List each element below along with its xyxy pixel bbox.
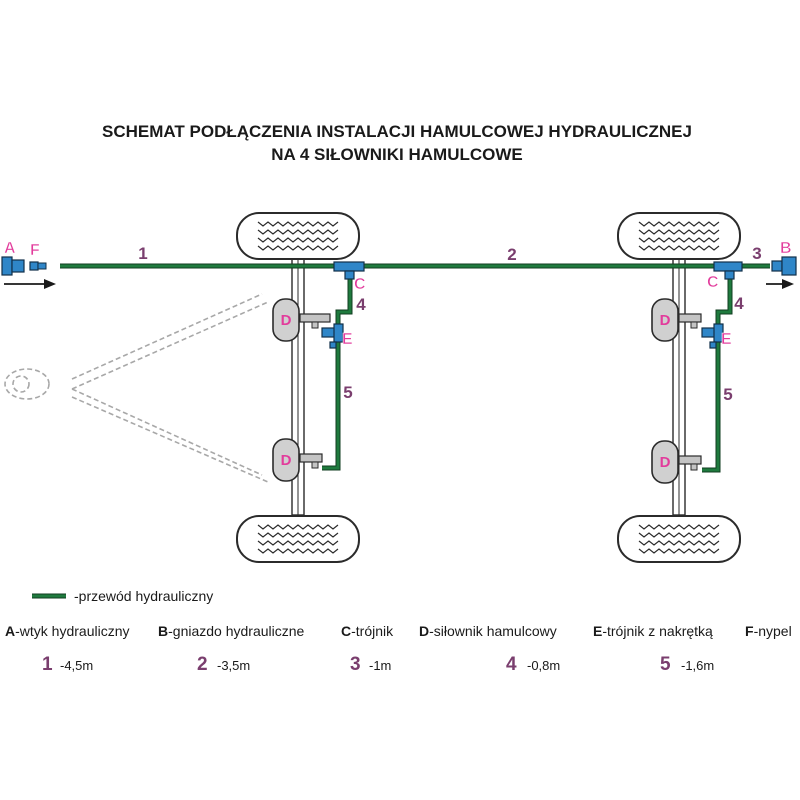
- socket-b: [771, 256, 797, 276]
- hose-number-4-front: 4: [356, 295, 366, 314]
- brake-cylinder-front-bottom: [272, 438, 323, 482]
- plug-a: [1, 256, 25, 276]
- svg-text:1: 1: [42, 654, 53, 675]
- direction-arrow-right: [766, 279, 794, 289]
- label-c-front: C: [354, 276, 366, 293]
- svg-text:4: 4: [506, 654, 517, 675]
- brake-cylinder-rear-bottom: [651, 440, 702, 484]
- tire-rear-top: [617, 212, 741, 260]
- legend-part-d: D-siłownik hamulcowy: [419, 623, 557, 639]
- svg-text:5: 5: [660, 654, 671, 675]
- hose-number-3: 3: [752, 244, 761, 263]
- label-d-front-top: D: [281, 312, 292, 329]
- hose-number-1: 1: [138, 244, 147, 263]
- svg-text:3: 3: [350, 654, 361, 675]
- diagram-title-line2: NA 4 SIŁOWNIKI HAMULCOWE: [271, 145, 523, 164]
- hose-number-5-front: 5: [343, 383, 352, 402]
- brake-cylinder-front-top: [272, 298, 331, 342]
- svg-text:-4,5m: -4,5m: [60, 658, 93, 673]
- hydraulic-hoses-fill: [60, 264, 770, 472]
- svg-text:-3,5m: -3,5m: [217, 658, 250, 673]
- label-b: B: [780, 240, 792, 257]
- tire-rear-bottom: [617, 515, 741, 563]
- brake-cylinder-rear-top: [651, 298, 702, 342]
- legend-part-f: F-nypel: [745, 623, 792, 639]
- tee-nut-e-front: [321, 323, 344, 349]
- label-d-rear-bottom: D: [660, 454, 671, 471]
- label-e-front: E: [342, 331, 353, 348]
- tee-c-front: [333, 261, 365, 280]
- direction-arrow-left: [4, 279, 56, 289]
- tire-front-top: [236, 212, 360, 260]
- label-e-rear: E: [721, 331, 732, 348]
- nipple-f: [29, 261, 47, 271]
- tee-nut-e-rear: [701, 323, 724, 349]
- legend-part-e: E-trójnik z nakrętką: [593, 623, 713, 639]
- legend-part-b: B-gniazdo hydrauliczne: [158, 623, 305, 639]
- tee-c-rear: [713, 261, 743, 280]
- tire-front-bottom: [236, 515, 360, 563]
- svg-text:-1m: -1m: [369, 658, 391, 673]
- diagram-title-line1: SCHEMAT PODŁĄCZENIA INSTALACJI HAMULCOWE…: [102, 122, 692, 141]
- legend-length-1: 1 -4,5m: [42, 654, 93, 675]
- legend-length-3: 3 -1m: [350, 654, 391, 675]
- label-d-front-bottom: D: [281, 452, 292, 469]
- hose-number-2: 2: [507, 245, 516, 264]
- legend-part-a: A-wtyk hydrauliczny: [5, 623, 130, 639]
- svg-text:-0,8m: -0,8m: [527, 658, 560, 673]
- legend-length-2: 2 -3,5m: [197, 654, 250, 675]
- hose-number-4-rear: 4: [734, 294, 744, 313]
- legend-hose-label: -przewód hydrauliczny: [74, 588, 213, 604]
- label-a: A: [4, 240, 16, 257]
- legend-length-4: 4 -0,8m: [506, 654, 560, 675]
- drawbar-outline: [4, 293, 269, 483]
- hose-number-5-rear: 5: [723, 385, 732, 404]
- hydraulic-hoses: [60, 263, 770, 473]
- label-d-rear-top: D: [660, 312, 671, 329]
- legend-length-5: 5 -1,6m: [660, 654, 714, 675]
- label-f: F: [30, 242, 40, 259]
- label-c-rear: C: [707, 274, 719, 291]
- svg-text:-1,6m: -1,6m: [681, 658, 714, 673]
- legend-part-c: C-trójnik: [341, 623, 394, 639]
- svg-text:2: 2: [197, 654, 208, 675]
